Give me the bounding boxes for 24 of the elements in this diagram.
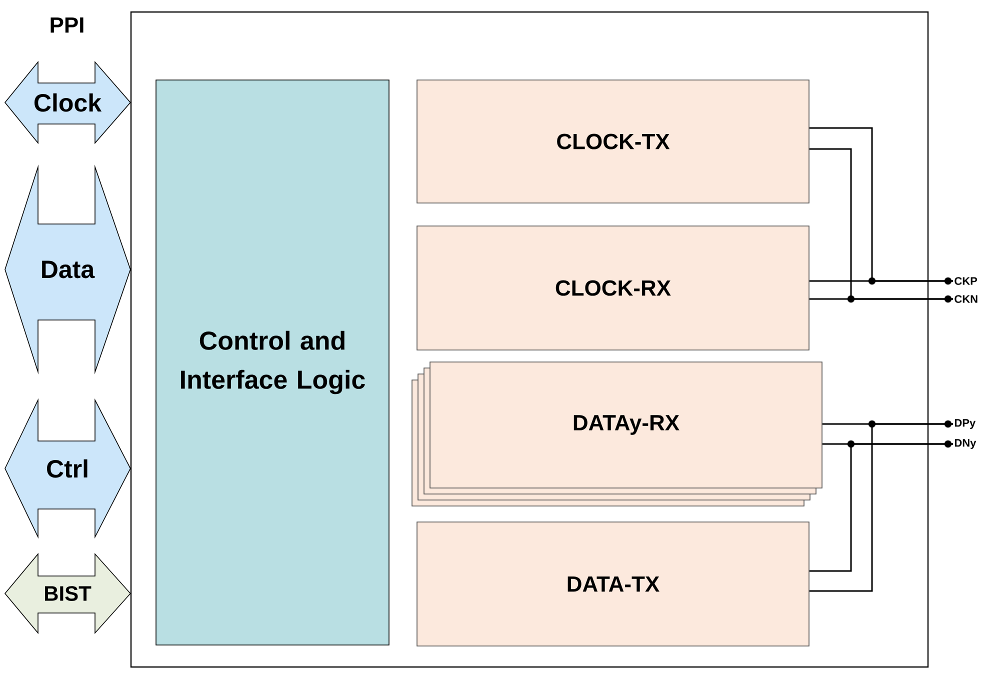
- node-label: CKP: [954, 277, 978, 285]
- pin-terminal: DNy: [944, 439, 976, 449]
- bus-arrow: [4, 398, 131, 539]
- edge-label: Data: [39, 260, 96, 280]
- pin-terminal: CKN: [944, 295, 978, 303]
- interface-label: PPI: [50, 17, 84, 33]
- node-label: CKN: [954, 295, 978, 303]
- pin-terminal: DPy: [944, 419, 976, 429]
- wire: [809, 423, 954, 592]
- edge-label: Clock: [32, 92, 103, 113]
- wire: [809, 280, 954, 282]
- edge-label: BIST: [42, 585, 92, 602]
- chip-boundary-box: [130, 11, 929, 668]
- circuit-block: DATA-TX: [416, 522, 810, 646]
- circuit-block: CLOCK-RX: [416, 226, 810, 350]
- wire: [809, 443, 954, 572]
- edge-label: Ctrl: [44, 458, 90, 479]
- stacked-circuit-block: DATAy-RX: [412, 362, 822, 506]
- node-label: DNy: [954, 439, 976, 449]
- node-label: DPy: [954, 419, 976, 429]
- wire: [809, 298, 954, 300]
- pin-terminal: CKP: [944, 277, 978, 285]
- logic-block: Control and Interface Logic: [156, 80, 390, 646]
- circuit-block: CLOCK-TX: [416, 80, 810, 204]
